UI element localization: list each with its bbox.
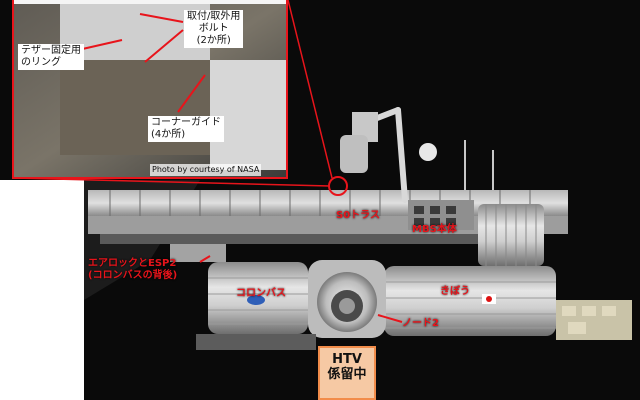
htv-berthed-label: 係留中 <box>327 367 367 382</box>
kibo-module <box>384 266 556 336</box>
label-s0-truss: S0トラス <box>336 210 380 221</box>
station-pointer-arrows <box>199 255 403 323</box>
columbus-ribs <box>208 277 308 325</box>
kibo-elm-ribs <box>485 204 537 266</box>
antenna-dish <box>419 143 437 161</box>
inset-border <box>12 0 288 179</box>
airlock-esp2 <box>170 244 226 262</box>
lower-structure <box>196 334 316 350</box>
label-mount-bolt: 取付/取外用 ボルト (2か所) <box>184 10 244 48</box>
label-kibo: きぼう <box>440 286 470 297</box>
truss-segments <box>109 190 531 216</box>
callout-line <box>287 0 333 179</box>
photo-credit: Photo by courtesy of NASA <box>150 164 262 176</box>
label-tether-ring: テザー固定用 のリング <box>18 44 84 70</box>
htv-label: HTV <box>332 352 362 367</box>
label-node2: ノード2 <box>402 318 439 329</box>
kibo-elm <box>478 204 544 266</box>
callout-circle <box>328 176 348 196</box>
exposed-payloads <box>562 306 616 334</box>
kibo-ribs <box>384 281 556 329</box>
htv-status-box: HTV 係留中 <box>318 346 376 400</box>
inset-frame-top <box>12 0 288 4</box>
truss-underside <box>100 234 540 244</box>
page-margin-left <box>0 180 84 400</box>
inset-pointer-arrows <box>77 13 206 113</box>
callout-line-bottom <box>13 177 331 187</box>
mbs-detail <box>414 206 456 226</box>
label-columbus: コロンバス <box>236 288 286 299</box>
label-airlock-esp2: エアロックとESP2 (コロンバスの背後) <box>88 258 178 281</box>
inset-white-bg <box>210 60 288 170</box>
japan-flag-sun <box>486 296 492 302</box>
label-mbs-body: MBS本体 <box>412 224 457 235</box>
esa-logo <box>247 295 265 305</box>
node2-hatch-inner <box>339 298 355 314</box>
label-corner-guide: コーナーガイド (4か所) <box>148 116 224 142</box>
soyuz-module <box>340 135 368 173</box>
